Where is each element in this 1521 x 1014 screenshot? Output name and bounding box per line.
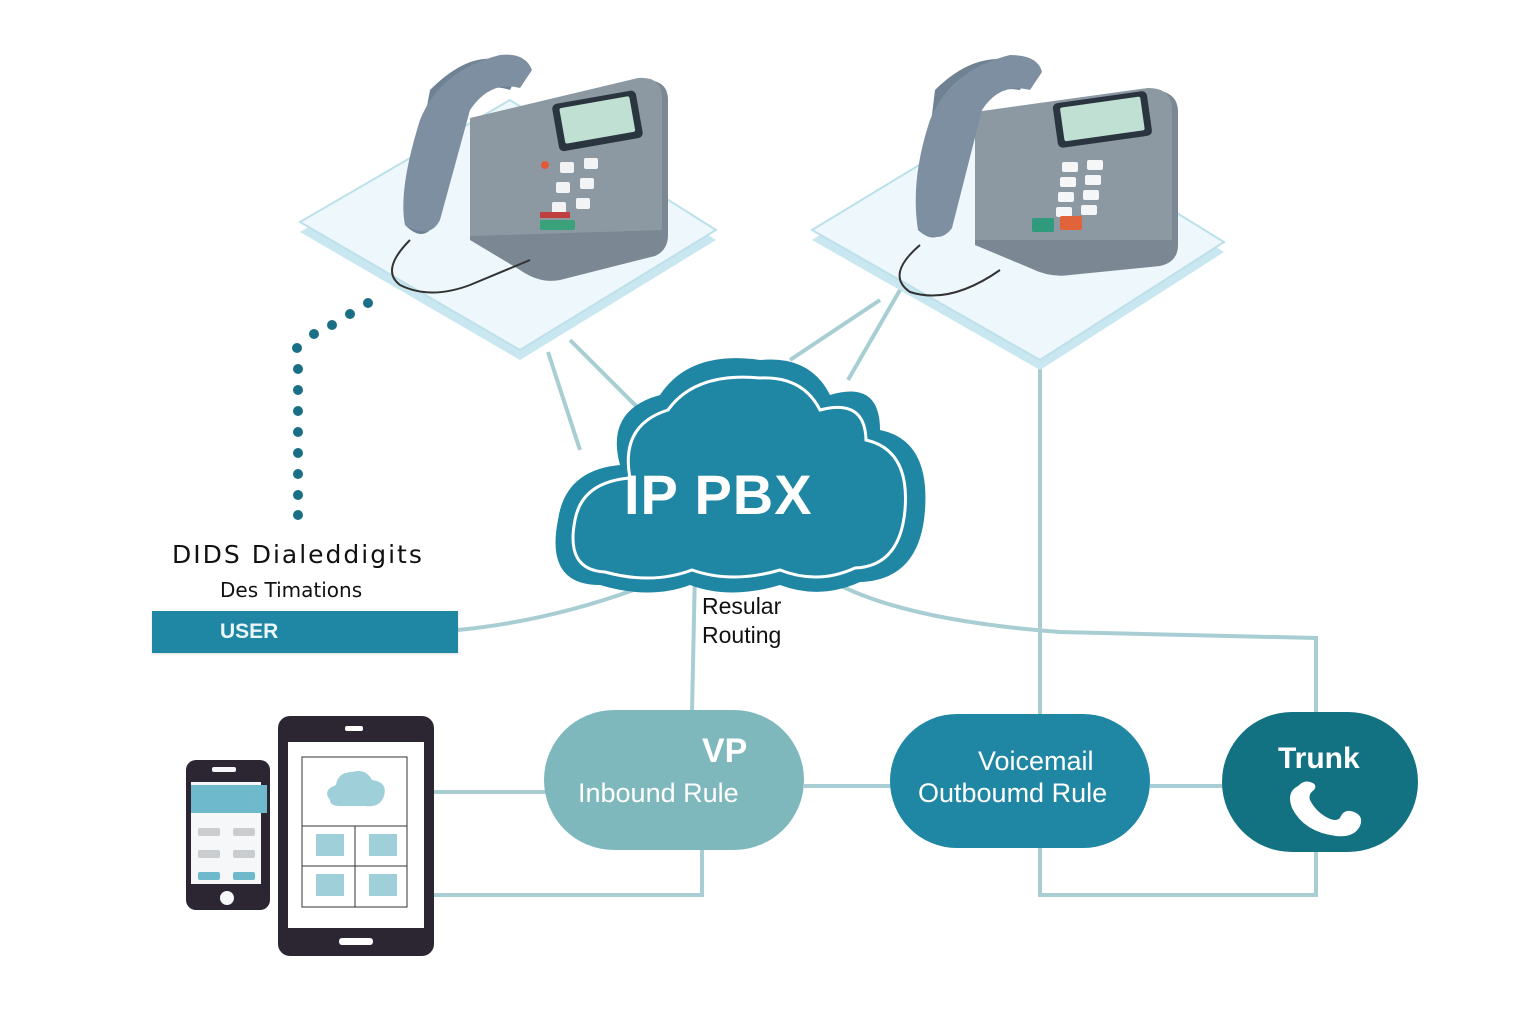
connector-inbound-tablet-bottom bbox=[434, 850, 704, 897]
dotted-connector bbox=[292, 298, 373, 520]
connector-cloud-trunk bbox=[829, 578, 1318, 712]
tablet-icon bbox=[278, 716, 434, 956]
smartphone-icon bbox=[186, 760, 270, 910]
dids-subtitle: Des Timations bbox=[220, 578, 363, 602]
connector-left-platform-cloud bbox=[546, 351, 582, 451]
routing-label: Resular Routing bbox=[702, 592, 781, 650]
connector-right-platform-cloud bbox=[788, 298, 882, 362]
ip-pbx-label: IP PBX bbox=[624, 463, 813, 526]
inbound-rule-label: Inbound Rule bbox=[578, 778, 739, 808]
routing-line-1: Resular bbox=[702, 593, 782, 619]
connector-cloud-inbound bbox=[690, 569, 697, 713]
dids-title: DIDS Dialeddigits bbox=[172, 540, 424, 569]
connector-left-platform-cloud-2 bbox=[568, 338, 642, 412]
connector-right-platform-cloud-2 bbox=[846, 288, 902, 382]
desk-phone-right-icon bbox=[898, 55, 1178, 297]
cloud-icon bbox=[555, 358, 926, 593]
vp-badge: VP bbox=[702, 732, 748, 770]
connectors bbox=[434, 288, 1318, 897]
trunk-label: Trunk bbox=[1278, 742, 1360, 775]
desk-phone-left-icon bbox=[391, 54, 668, 294]
inbound-rule-node: VP Inbound Rule bbox=[544, 710, 804, 850]
trunk-node: Trunk bbox=[1222, 712, 1418, 852]
outbound-rule-label: Outboumd Rule bbox=[918, 778, 1108, 808]
phone-handset-icon bbox=[1290, 781, 1362, 837]
connector-voicemail-trunk-bottom bbox=[1038, 848, 1318, 897]
routing-line-2: Routing bbox=[702, 622, 782, 648]
voicemail-outbound-node: Voicemail Outboumd Rule bbox=[890, 714, 1150, 848]
user-bar-label: USER bbox=[220, 620, 279, 643]
voicemail-label: Voicemail bbox=[978, 746, 1094, 776]
user-bar: USER bbox=[152, 611, 458, 653]
